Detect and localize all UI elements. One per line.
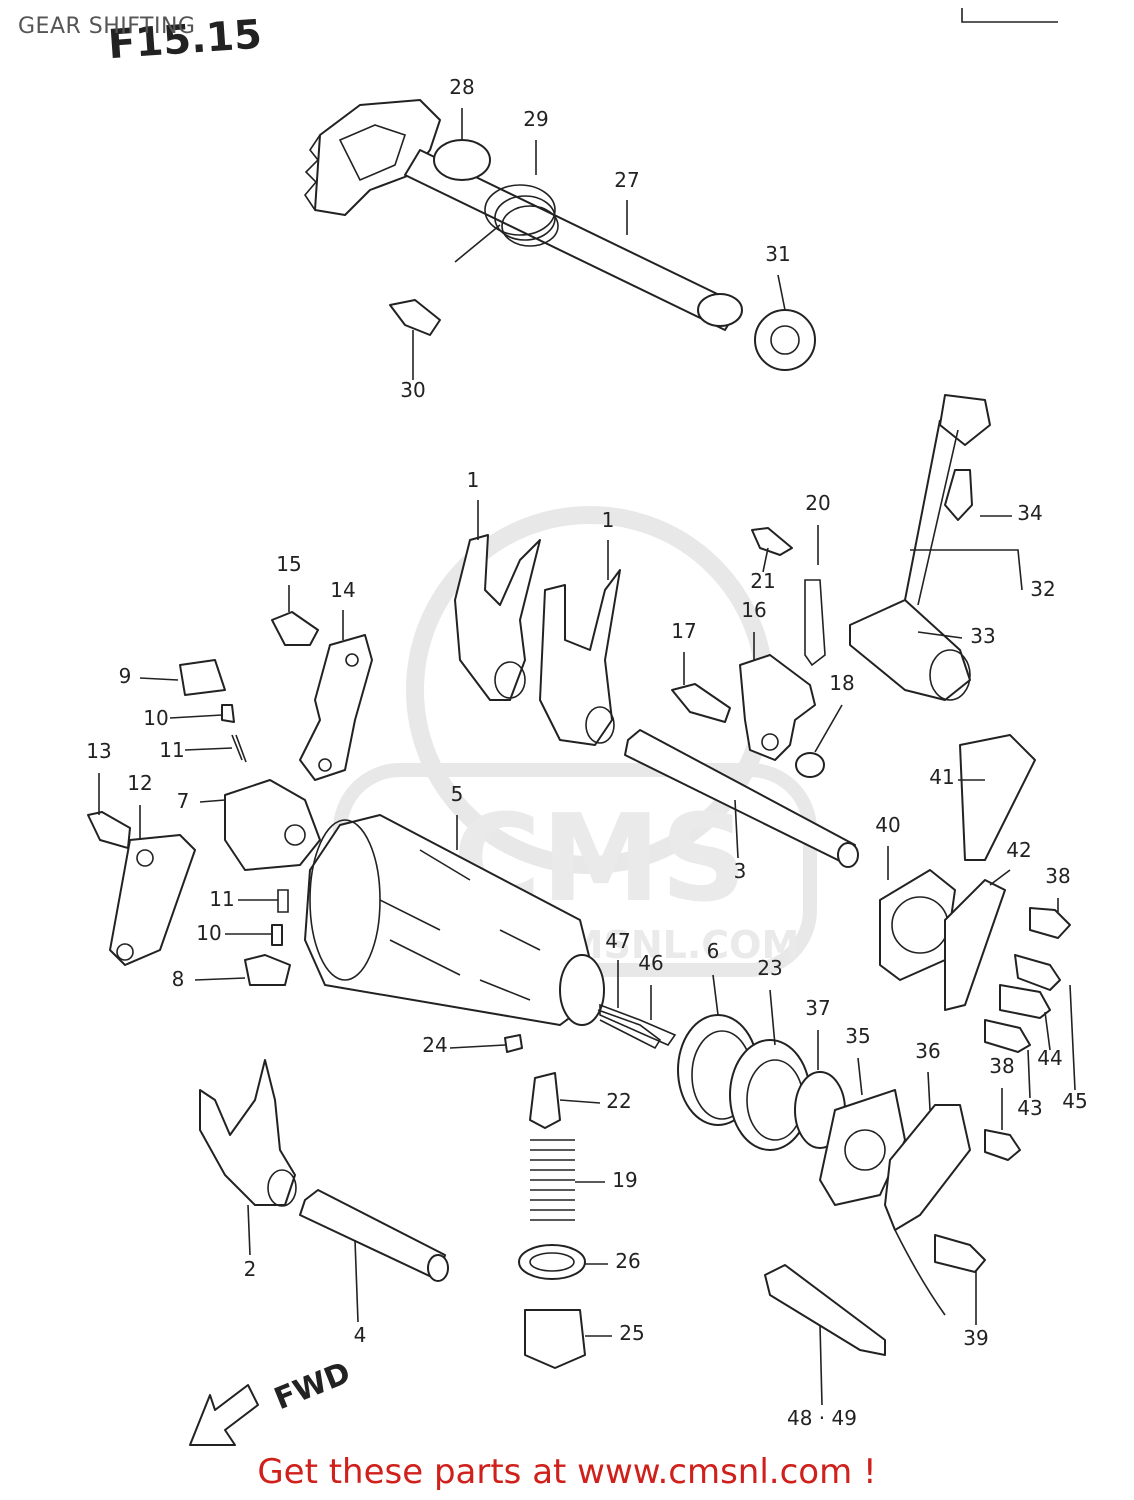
leader-line <box>819 1324 823 1406</box>
part-callout-8: 8 <box>172 967 185 991</box>
part-callout-15: 15 <box>276 552 301 576</box>
part-callout-24: 24 <box>422 1033 447 1057</box>
shift-forks <box>199 534 621 1207</box>
part-callout-44: 44 <box>1037 1046 1062 1070</box>
callout-labels: 1123456789101011111213141516171819202122… <box>86 75 1087 1430</box>
leader-line <box>910 549 1023 591</box>
part-callout-30: 30 <box>400 378 425 402</box>
part-callout-43: 43 <box>1017 1096 1042 1120</box>
leader-line <box>169 714 223 719</box>
part-callout-7: 7 <box>177 789 190 813</box>
part-callout-5: 5 <box>451 782 464 806</box>
leader-line <box>857 1057 863 1096</box>
part-callout-9: 9 <box>119 664 132 688</box>
corner-mark <box>961 8 1058 23</box>
part-callout-13: 13 <box>86 739 111 763</box>
part-callout-1: 1 <box>467 468 480 492</box>
part-callout-3: 3 <box>734 859 747 883</box>
part-callout-10: 10 <box>196 921 221 945</box>
leader-line <box>559 1099 601 1104</box>
page-code: F15.15 <box>107 12 264 69</box>
part-callout-41: 41 <box>929 765 954 789</box>
part-callout-17: 17 <box>671 619 696 643</box>
part-callout-47: 47 <box>605 929 630 953</box>
leader-line <box>354 1239 359 1323</box>
part-callout-36: 36 <box>915 1039 940 1063</box>
leader-line <box>247 1204 251 1256</box>
footer-link[interactable]: Get these parts at www.cmsnl.com ! <box>257 1452 877 1492</box>
part-callout-18: 18 <box>829 671 854 695</box>
part-callout-26: 26 <box>615 1249 640 1273</box>
shift-fork-shafts <box>299 729 859 1282</box>
neutral-switch-parts <box>504 1003 677 1369</box>
part-callout-31: 31 <box>765 242 790 266</box>
part-callout-42: 42 <box>1006 838 1031 862</box>
part-callout-38: 38 <box>1045 864 1070 888</box>
fwd-label: FWD <box>270 1355 356 1417</box>
part-callout-46: 46 <box>638 951 663 975</box>
leader-line <box>917 631 963 639</box>
leader-line <box>762 547 769 573</box>
gearshift-lever <box>849 394 991 701</box>
part-callout-14: 14 <box>330 578 355 602</box>
part-callout-22: 22 <box>606 1089 631 1113</box>
shift-shaft-assembly <box>304 99 816 371</box>
part-callout-35: 35 <box>845 1024 870 1048</box>
part-callout-34: 34 <box>1017 501 1042 525</box>
leader-line <box>199 799 226 803</box>
part-callout-39: 39 <box>963 1326 988 1350</box>
part-callout-4: 4 <box>354 1323 367 1347</box>
part-callout-25: 25 <box>619 1321 644 1345</box>
part-callout-23: 23 <box>757 956 782 980</box>
small-parts-left <box>87 527 826 986</box>
cms-watermark-logo: CMS WWW.CMSNL.COM <box>333 506 817 977</box>
part-callout-11: 11 <box>209 887 234 911</box>
leader-line <box>1044 1011 1051 1051</box>
leader-line <box>139 677 179 681</box>
leader-line <box>769 989 776 1046</box>
part-callout-33: 33 <box>970 624 995 648</box>
part-callout-29: 29 <box>523 107 548 131</box>
part-callout-19: 19 <box>612 1168 637 1192</box>
leader-lines <box>98 108 1076 1406</box>
cam-guide-assembly <box>677 734 1071 1356</box>
part-callout-21: 21 <box>750 569 775 593</box>
leader-line <box>734 799 739 859</box>
part-callout-37: 37 <box>805 996 830 1020</box>
leader-line <box>927 1071 931 1111</box>
part-callout-2: 2 <box>244 1257 257 1281</box>
part-callout-45: 45 <box>1062 1089 1087 1113</box>
part-callout-48-49: 48 · 49 <box>787 1406 857 1430</box>
leader-line <box>1027 1049 1031 1099</box>
part-callout-40: 40 <box>875 813 900 837</box>
leader-line <box>712 974 719 1016</box>
leader-line <box>449 1044 506 1049</box>
leader-line <box>194 977 246 981</box>
part-callout-28: 28 <box>449 75 474 99</box>
part-callout-11: 11 <box>159 738 184 762</box>
forward-arrow-icon: FWD <box>189 1355 356 1446</box>
part-callout-32: 32 <box>1030 577 1055 601</box>
leader-line <box>814 704 843 753</box>
part-callout-6: 6 <box>707 939 720 963</box>
leader-line <box>777 274 786 311</box>
part-callout-16: 16 <box>741 598 766 622</box>
part-callout-1: 1 <box>602 508 615 532</box>
page-title: GEAR SHIFTING <box>18 14 196 39</box>
shift-drum <box>304 814 662 1050</box>
part-callout-10: 10 <box>143 706 168 730</box>
part-callout-38: 38 <box>989 1054 1014 1078</box>
leader-line <box>184 747 233 751</box>
leader-line <box>1069 984 1076 1091</box>
part-callout-12: 12 <box>127 771 152 795</box>
part-callout-27: 27 <box>614 168 639 192</box>
leader-line <box>989 869 1011 886</box>
part-callout-20: 20 <box>805 491 830 515</box>
